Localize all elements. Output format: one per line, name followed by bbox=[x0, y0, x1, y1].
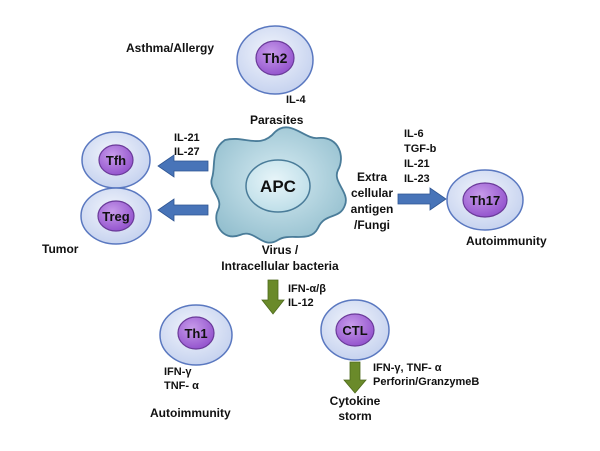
extracellular-label-1: Extra bbox=[356, 170, 388, 184]
arrow-to-tfh bbox=[157, 154, 209, 178]
extracellular-label-2: cellular bbox=[350, 186, 394, 200]
th2-cell: Th2 bbox=[236, 25, 314, 95]
th17-cytokine-2: TGF-b bbox=[404, 143, 437, 155]
th17-cytokine-4: IL-23 bbox=[404, 173, 430, 185]
ctl-label: CTL bbox=[342, 323, 367, 338]
th1-cytokine-2: TNF- α bbox=[164, 380, 199, 392]
tfh-cytokine-2: IL-27 bbox=[174, 146, 200, 158]
th1-cytokine-1: IFN-γ bbox=[164, 366, 192, 378]
th1-cell: Th1 bbox=[159, 304, 233, 366]
th1-autoimmunity-label: Autoimmunity bbox=[150, 406, 231, 420]
th17-cytokine-3: IL-21 bbox=[404, 158, 430, 170]
th17-cytokine-1: IL-6 bbox=[404, 128, 424, 140]
th17-cell: Th17 bbox=[446, 169, 524, 231]
extracellular-label-4: /Fungi bbox=[354, 218, 390, 232]
asthma-allergy-label: Asthma/Allergy bbox=[126, 41, 215, 55]
arrow-to-th17 bbox=[397, 187, 447, 211]
parasites-label: Parasites bbox=[250, 113, 304, 127]
apc-cell: APC bbox=[210, 126, 347, 244]
arrow-to-treg bbox=[157, 198, 209, 222]
th17-label: Th17 bbox=[470, 193, 500, 208]
tfh-cytokine-1: IL-21 bbox=[174, 132, 200, 144]
il4-label: IL-4 bbox=[286, 94, 306, 106]
th1-inducer-2: IL-12 bbox=[288, 297, 314, 309]
tumor-label: Tumor bbox=[42, 242, 79, 256]
treg-cell: Treg bbox=[80, 187, 152, 245]
arrow-to-cytokine-storm bbox=[343, 361, 367, 394]
treg-label: Treg bbox=[102, 209, 130, 224]
tfh-cell: Tfh bbox=[81, 131, 151, 189]
virus-label-1: Virus / bbox=[261, 243, 299, 257]
virus-label-2: Intracellular bacteria bbox=[221, 259, 339, 273]
th1-inducer-1: IFN-α/β bbox=[288, 283, 326, 295]
th1-label: Th1 bbox=[184, 326, 207, 341]
cytokine-storm-label-1: Cytokine bbox=[329, 394, 381, 408]
ctl-cytokine-1: IFN-γ, TNF- α bbox=[373, 362, 442, 374]
tfh-label: Tfh bbox=[106, 153, 126, 168]
th2-label: Th2 bbox=[263, 50, 288, 66]
arrow-to-th1-ctl bbox=[261, 279, 285, 315]
ctl-cytokine-2: Perforin/GranzymeB bbox=[373, 376, 480, 388]
apc-label: APC bbox=[260, 177, 296, 196]
cytokine-storm-label-2: storm bbox=[338, 409, 372, 423]
th17-autoimmunity-label: Autoimmunity bbox=[466, 234, 547, 248]
extracellular-label-3: antigen bbox=[350, 202, 394, 216]
ctl-cell: CTL bbox=[320, 299, 390, 361]
